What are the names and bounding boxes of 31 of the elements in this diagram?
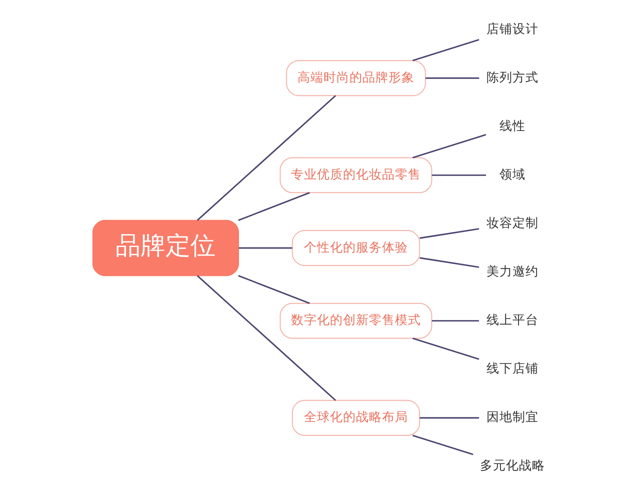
connector [196,95,336,221]
node-box: 全球化的战略布局 [292,400,420,436]
connector [432,320,479,322]
node-box: 高端时尚的品牌形象 [286,60,426,96]
connector [196,275,336,401]
connector [426,77,480,79]
node-box: 个性化的服务体验 [292,230,420,266]
connector [412,338,480,360]
connector [238,275,310,304]
connector [238,192,310,221]
node-text: 店铺设计 [486,20,538,36]
node-box: 品牌定位 [92,220,239,276]
node-text: 陈列方式 [486,69,538,84]
node-text: 领域 [499,166,526,182]
connector [412,434,474,456]
connector [412,134,486,158]
node-text: 妆容定制 [486,215,538,230]
node-text: 因地制宜 [486,409,538,424]
node-text: 线上平台 [486,312,538,328]
connector [420,228,480,239]
node-box: 数字化的创新零售模式 [280,302,432,339]
node-text: 线性 [499,118,526,133]
connector [432,174,486,176]
connector [412,39,480,62]
node-box: 专业优质的化妆品零售 [280,157,432,194]
node-text: 线下店铺 [486,360,538,376]
connector [420,257,480,268]
connector [238,247,292,249]
connector [420,417,480,419]
node-text: 多元化战略 [480,458,545,473]
node-text: 美力邀约 [486,264,538,279]
